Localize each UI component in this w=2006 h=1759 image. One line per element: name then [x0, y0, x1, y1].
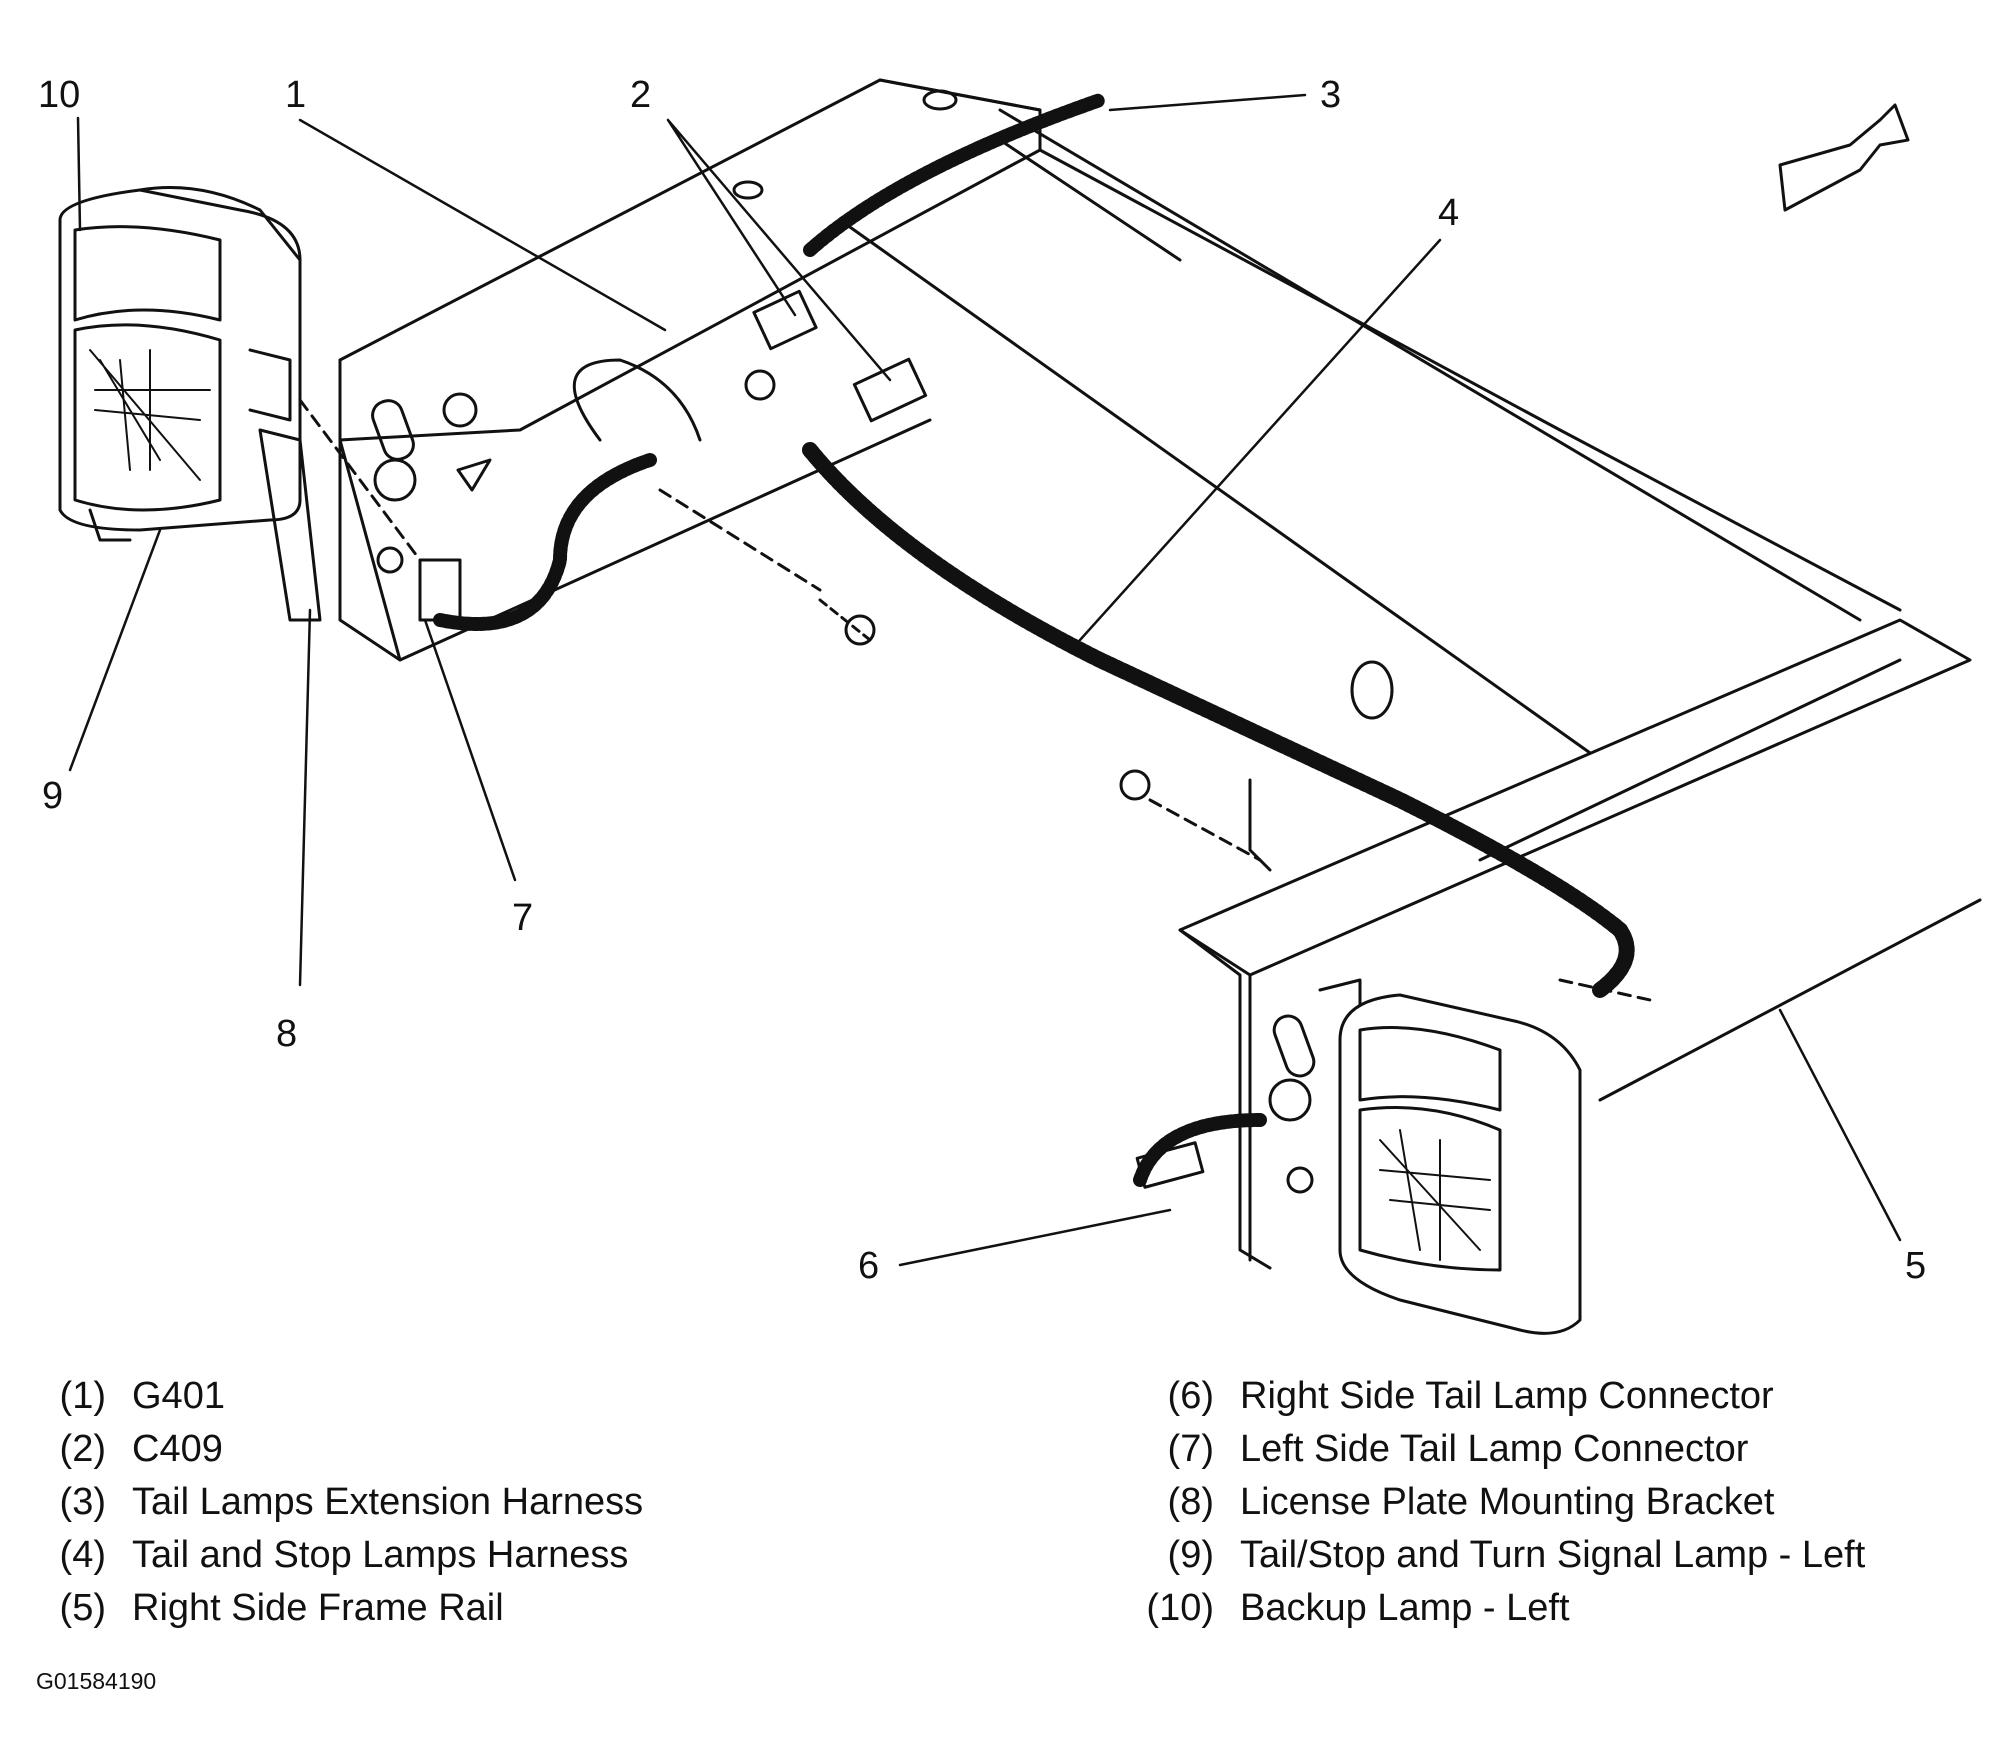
- callout-7: 7: [512, 897, 533, 939]
- right-side-frame-rail: [1178, 618, 1982, 1270]
- direction-arrow-icon: [1778, 103, 1910, 212]
- legend-item-10: (10) Backup Lamp - Left: [1128, 1582, 1865, 1635]
- legend-label: Tail Lamps Extension Harness: [132, 1481, 644, 1523]
- legend-number: (6): [1167, 1375, 1214, 1417]
- callout-5: 5: [1905, 1245, 1926, 1287]
- legend-number: (5): [59, 1587, 106, 1629]
- callout-6: 6: [858, 1245, 879, 1287]
- legend-item-4: (4) Tail and Stop Lamps Harness: [54, 1529, 643, 1582]
- legend-number: (9): [1167, 1534, 1214, 1576]
- leader-lines: [68, 93, 1902, 1267]
- legend-label: License Plate Mounting Bracket: [1240, 1481, 1775, 1523]
- legend-number: (1): [59, 1375, 106, 1417]
- legend-number: (8): [1167, 1481, 1214, 1523]
- legend-label: Tail/Stop and Turn Signal Lamp - Left: [1240, 1534, 1866, 1576]
- rear-crossmember: [338, 78, 1902, 762]
- callout-3: 3: [1320, 74, 1341, 116]
- legend-item-1: (1) G401: [54, 1370, 643, 1423]
- legend-item-5: (5) Right Side Frame Rail: [54, 1582, 643, 1635]
- legend-label: G401: [132, 1375, 225, 1417]
- legend-left-column: (1) G401 (2) C409 (3) Tail Lamps Extension …: [54, 1370, 644, 1635]
- legend-number: (10): [1146, 1587, 1214, 1629]
- callout-8: 8: [276, 1013, 297, 1055]
- legend-number: (7): [1167, 1428, 1214, 1470]
- legend-item-2: (2) C409: [54, 1423, 643, 1476]
- legend-label: Tail and Stop Lamps Harness: [132, 1534, 629, 1576]
- left-tail-lamp-assembly: [58, 186, 322, 622]
- right-tail-lamp-assembly: [1318, 978, 1582, 1335]
- legend-label: Right Side Tail Lamp Connector: [1240, 1375, 1774, 1417]
- callout-1: 1: [285, 74, 306, 116]
- legend-item-3: (3) Tail Lamps Extension Harness: [54, 1476, 644, 1529]
- callout-4: 4: [1438, 192, 1459, 234]
- legend-number: (4): [59, 1534, 106, 1576]
- legend-label: Left Side Tail Lamp Connector: [1240, 1428, 1749, 1470]
- legend-item-8: (8) License Plate Mounting Bracket: [1128, 1476, 1865, 1529]
- tail-lamp-wiring-diagram: 10 1 2 3 4 5 6 7 8 9: [38, 74, 1982, 1335]
- wiring-harnesses: [418, 93, 1635, 1189]
- callout-2: 2: [630, 74, 651, 116]
- legend-item-9: (9) Tail/Stop and Turn Signal Lamp - Left: [1128, 1529, 1866, 1582]
- callout-9: 9: [42, 775, 63, 817]
- legend-number: (3): [59, 1481, 106, 1523]
- callout-numbers: 10 1 2 3 4 5 6 7 8 9: [38, 74, 1926, 1287]
- legend-label: Right Side Frame Rail: [132, 1587, 504, 1629]
- legend-item-6: (6) Right Side Tail Lamp Connector: [1128, 1370, 1865, 1423]
- legend-number: (2): [59, 1428, 106, 1470]
- figure-id: G01584190: [36, 1668, 157, 1694]
- legend-label: C409: [132, 1428, 223, 1470]
- legend-item-7: (7) Left Side Tail Lamp Connector: [1128, 1423, 1865, 1476]
- fasteners: [298, 369, 1652, 1002]
- legend-label: Backup Lamp - Left: [1240, 1587, 1570, 1629]
- legend-right-column: (6) Right Side Tail Lamp Connector (7) Lef…: [1128, 1370, 1865, 1635]
- callout-10: 10: [38, 74, 80, 116]
